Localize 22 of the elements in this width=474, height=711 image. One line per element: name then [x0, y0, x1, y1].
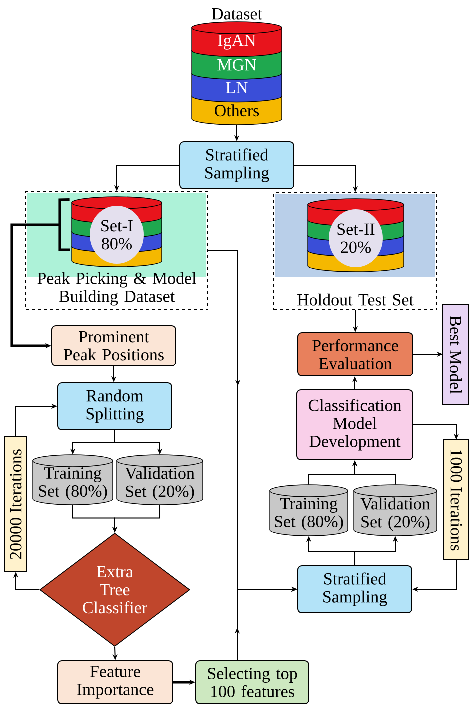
database-cylinder: Set-I 80% [72, 196, 162, 268]
process-box: Stratified Sampling [180, 142, 294, 190]
node-label: MGN [218, 59, 256, 71]
process-box: Stratified Sampling [298, 566, 412, 614]
iteration-box: 1000 Iterations [444, 440, 470, 560]
database-cylinder: Training Set (80%) [270, 484, 348, 536]
process-box: Classification Model Development [296, 390, 414, 460]
database-cylinder: Dataset IgAN MGN LN Others [192, 8, 282, 126]
database-cylinder: Training Set (80%) [32, 454, 114, 506]
database-cylinder: Validation Set (20%) [354, 484, 438, 536]
output-box: Best Model [442, 304, 470, 406]
node-label: IgAN [218, 34, 256, 50]
database-cylinder: Set-II 20% [308, 198, 404, 272]
process-box: Performance Evaluation [298, 332, 414, 376]
node-label: LN [226, 82, 248, 94]
process-box: Random Splitting [58, 382, 172, 430]
process-box: Prominent Peak Positions [52, 326, 176, 366]
process-box: Selecting top 100 features [196, 660, 310, 704]
iteration-box: 20000 Iterations [4, 436, 28, 572]
process-box: Feature Importance [58, 660, 174, 704]
database-cylinder: Validation Set (20%) [116, 454, 204, 506]
node-label: Dataset [212, 8, 262, 20]
